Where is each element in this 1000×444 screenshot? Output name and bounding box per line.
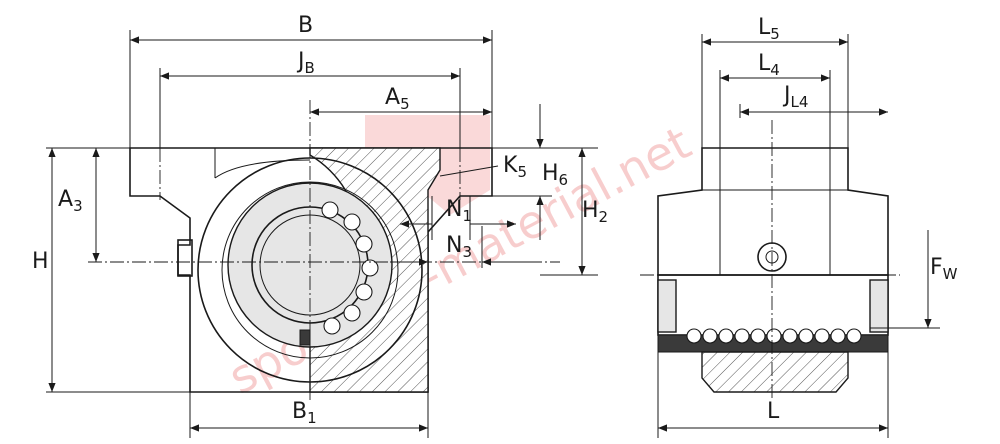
dim-K5: K5 (503, 153, 527, 181)
front-dimensions: B JB A5 K5 H6 H2 (32, 13, 608, 438)
dim-JL4: JL4 (782, 83, 808, 111)
dim-B1: B1 (292, 399, 317, 427)
dim-A3: A3 (58, 187, 83, 215)
ball (355, 283, 373, 301)
dim-JB: JB (296, 49, 315, 77)
front-view (88, 100, 560, 400)
dim-L: L (767, 399, 780, 424)
ball (321, 201, 339, 219)
side-view (640, 120, 900, 400)
dim-B: B (298, 13, 313, 38)
side-lower-right-cap (869, 279, 889, 333)
dim-H6: H6 (542, 161, 568, 189)
dim-FW: FW (930, 255, 958, 283)
ball (343, 304, 361, 322)
bearing-slot (299, 329, 311, 346)
dim-H: H (32, 249, 49, 274)
dim-H2: H2 (582, 198, 608, 226)
housing-shoulder (214, 148, 311, 179)
dim-N3: N3 (446, 233, 472, 261)
ball (343, 213, 361, 231)
side-lower-left-cap (657, 279, 677, 333)
side-lower-body (657, 274, 889, 336)
side-ball-row (686, 328, 862, 344)
leader-K5 (439, 165, 499, 177)
housing-outline (129, 147, 493, 393)
side-bottom-race (701, 351, 849, 393)
ball (323, 317, 341, 335)
side-dimensions: L5 L4 JL4 FW L (657, 15, 958, 438)
dim-L4: L4 (758, 51, 780, 79)
dim-N1: N1 (446, 197, 472, 225)
lube-boss (177, 239, 193, 277)
ball (361, 259, 379, 277)
housing-bore-inner (221, 181, 399, 359)
bearing-balls (321, 201, 379, 335)
ball (355, 235, 373, 253)
side-upper-block (657, 147, 889, 276)
dim-L5: L5 (758, 15, 780, 43)
dim-A5: A5 (385, 85, 410, 113)
